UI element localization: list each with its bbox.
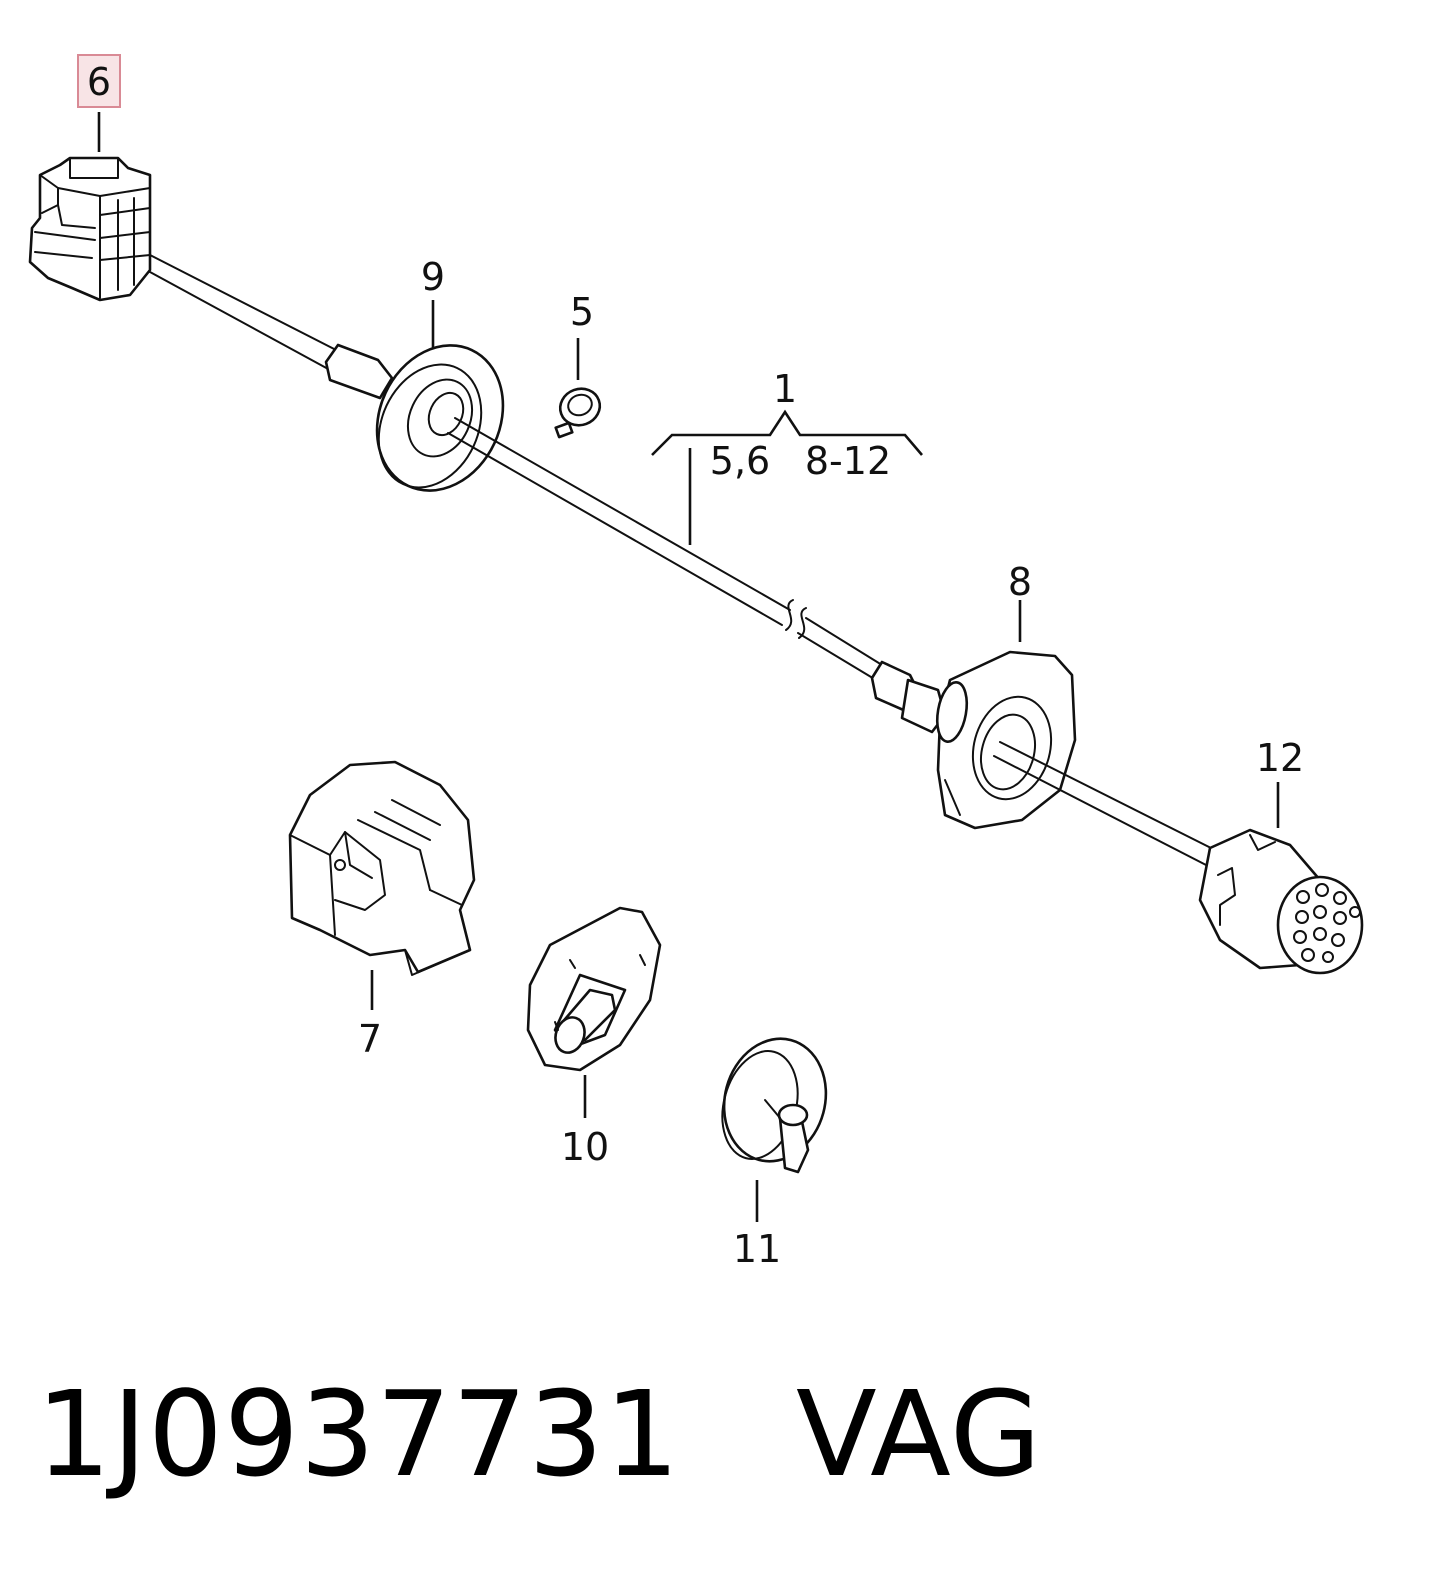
- callout-7-label[interactable]: 7: [358, 1017, 382, 1061]
- callout-1-sub-5-6[interactable]: 5,6: [710, 439, 770, 483]
- grommet-9-icon: [375, 344, 505, 492]
- callout-6-highlight-box[interactable]: [77, 54, 121, 108]
- callout-12-label[interactable]: 12: [1256, 736, 1304, 780]
- callout-9-label[interactable]: 9: [421, 255, 445, 299]
- plug-12-icon: [1198, 828, 1364, 975]
- callout-5-label[interactable]: 5: [570, 290, 594, 334]
- grommet-8-icon: [935, 650, 1077, 830]
- brand-name: VAG: [795, 1365, 1043, 1503]
- part-number-caption: 1J0937731 VAG: [36, 1375, 1042, 1493]
- callout-1-sub-8-12[interactable]: 8-12: [805, 439, 891, 483]
- callout-1-bracket: 1 5,6 8-12: [651, 367, 923, 545]
- callout-11-label[interactable]: 11: [733, 1227, 781, 1271]
- cable-segment-a: [149, 254, 394, 400]
- callout-1-label[interactable]: 1: [773, 367, 797, 411]
- cable-segment-c: [993, 741, 1216, 867]
- connector-6-icon: [28, 156, 152, 302]
- part-number: 1J0937731: [36, 1365, 681, 1503]
- callout-10-label[interactable]: 10: [561, 1125, 609, 1169]
- callout-8-label[interactable]: 8: [1008, 560, 1032, 604]
- clip-5-icon: [554, 387, 602, 439]
- socket-housing-7-icon: [288, 760, 476, 976]
- mounting-plate-10-icon: [526, 906, 662, 1072]
- callout-6-label[interactable]: 6: [87, 60, 111, 104]
- cap-11-icon: [721, 1037, 828, 1174]
